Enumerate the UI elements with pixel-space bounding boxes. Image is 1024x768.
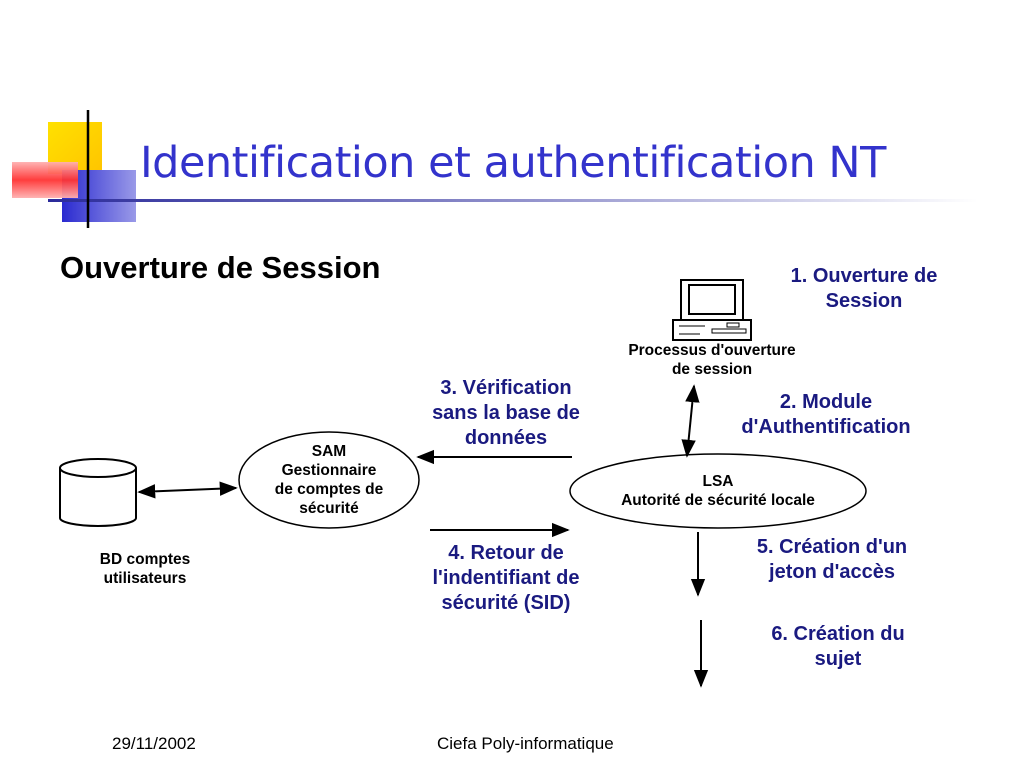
- lsa-label-line: Autorité de sécurité locale: [621, 492, 815, 509]
- step-2-line: 2. Module: [779, 391, 873, 413]
- step-5-line: jeton d'accès: [769, 561, 895, 583]
- step-3-line: sans la base de: [432, 402, 580, 424]
- database-cylinder-icon: [59, 458, 137, 527]
- workstation-lsa-arrow: [681, 384, 700, 458]
- computer-icon: [672, 279, 752, 341]
- step-3-line: 3. Vérification: [440, 377, 572, 399]
- section-subtitle: Ouverture de Session: [60, 250, 381, 285]
- workstation-caption-line: de session: [671, 361, 753, 378]
- step-4-line: 4. Retour de: [448, 542, 564, 564]
- step-6-line: sujet: [814, 648, 862, 670]
- database-label-line: utilisateurs: [103, 570, 187, 587]
- sam-ellipse: [238, 431, 420, 529]
- step-5-label: 5. Création d'un jeton d'accès: [712, 535, 952, 585]
- db-sam-arrow: [137, 481, 238, 499]
- title-underline: [48, 199, 978, 202]
- sam-label-line: SAM: [311, 443, 347, 460]
- sam-label-line: sécurité: [299, 500, 359, 517]
- step-6-label: 6. Création du sujet: [718, 622, 958, 672]
- sam-label-line: de comptes de: [274, 481, 384, 498]
- workstation-caption-line: Processus d'ouverture: [628, 342, 796, 359]
- logo-red-square: [12, 162, 78, 198]
- step-4-line: l'indentifiant de: [432, 567, 580, 589]
- lsa-label: LSA Autorité de sécurité locale: [570, 471, 866, 511]
- step-2-label: 2. Module d'Authentification: [696, 390, 956, 440]
- step-5-line: 5. Création d'un: [756, 536, 908, 558]
- lsa-label-line: LSA: [702, 473, 734, 490]
- step-6-line: 6. Création du: [771, 623, 905, 645]
- step-4-line: sécurité (SID): [441, 592, 571, 614]
- database-label: BD comptes utilisateurs: [50, 550, 240, 588]
- step-4-label: 4. Retour de l'indentifiant de sécurité …: [386, 541, 626, 616]
- footer-date: 29/11/2002: [112, 734, 196, 753]
- step-1-line: Session: [825, 290, 903, 312]
- lsa-ellipse: [569, 453, 867, 529]
- step-2-line: d'Authentification: [741, 416, 911, 438]
- step-3-line: données: [464, 427, 548, 449]
- step-1-label: 1. Ouverture de Session: [744, 264, 984, 314]
- database-label-line: BD comptes: [99, 551, 191, 568]
- workstation-caption: Processus d'ouverture de session: [592, 341, 832, 379]
- sam-label: SAM Gestionnaire de comptes de sécurité: [239, 440, 419, 520]
- step-1-line: 1. Ouverture de: [790, 265, 938, 287]
- sam-label-line: Gestionnaire: [281, 462, 377, 479]
- slide-title: Identification et authentification NT: [140, 138, 886, 188]
- footer-center: Ciefa Poly-informatique: [437, 734, 614, 753]
- slide-logo: [12, 110, 978, 228]
- step-3-label: 3. Vérification sans la base de données: [386, 376, 626, 451]
